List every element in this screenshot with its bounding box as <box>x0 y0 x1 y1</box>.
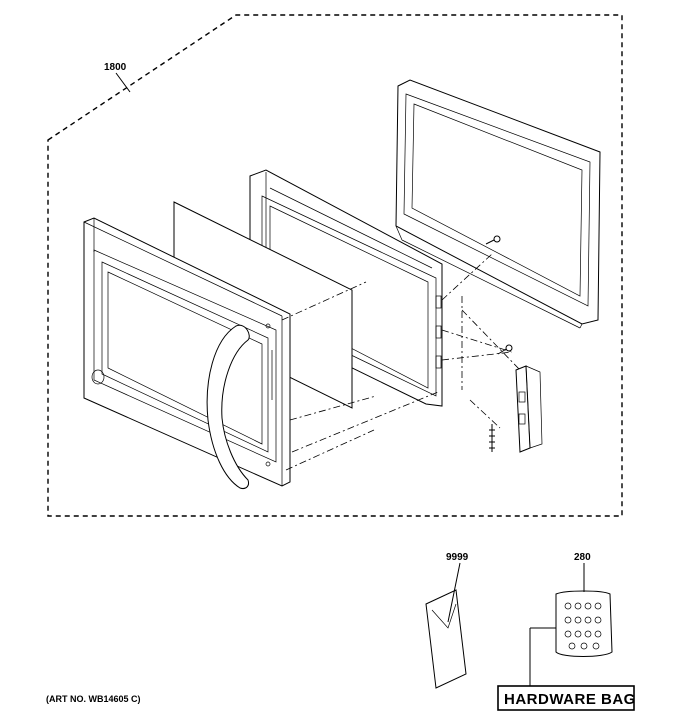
screw-upper <box>485 235 501 245</box>
latch-spring <box>489 424 495 452</box>
screw-middle <box>497 344 513 355</box>
alignment-lines <box>281 253 521 471</box>
instructions-sheet <box>425 589 467 689</box>
hardware-bag-label-box <box>497 685 635 711</box>
assembly-boundary <box>47 14 623 517</box>
door-choke-frame <box>395 79 601 329</box>
art-number: (ART NO. WB14605 C) <box>46 694 141 704</box>
door-latch <box>515 365 543 453</box>
door-screw-2 <box>265 461 271 467</box>
callout-1800-leader <box>115 72 131 93</box>
callout-9999-leader <box>447 562 461 623</box>
door-screw-1 <box>265 323 271 329</box>
callout-1800: 1800 <box>104 62 127 73</box>
door-handle <box>206 324 250 489</box>
hardware-bag <box>555 590 613 657</box>
outer-door-assembly <box>83 217 291 487</box>
callout-280: 280 <box>574 552 591 563</box>
callout-9999: 9999 <box>446 552 469 563</box>
hardware-bag-label: HARDWARE BAG <box>504 691 636 708</box>
